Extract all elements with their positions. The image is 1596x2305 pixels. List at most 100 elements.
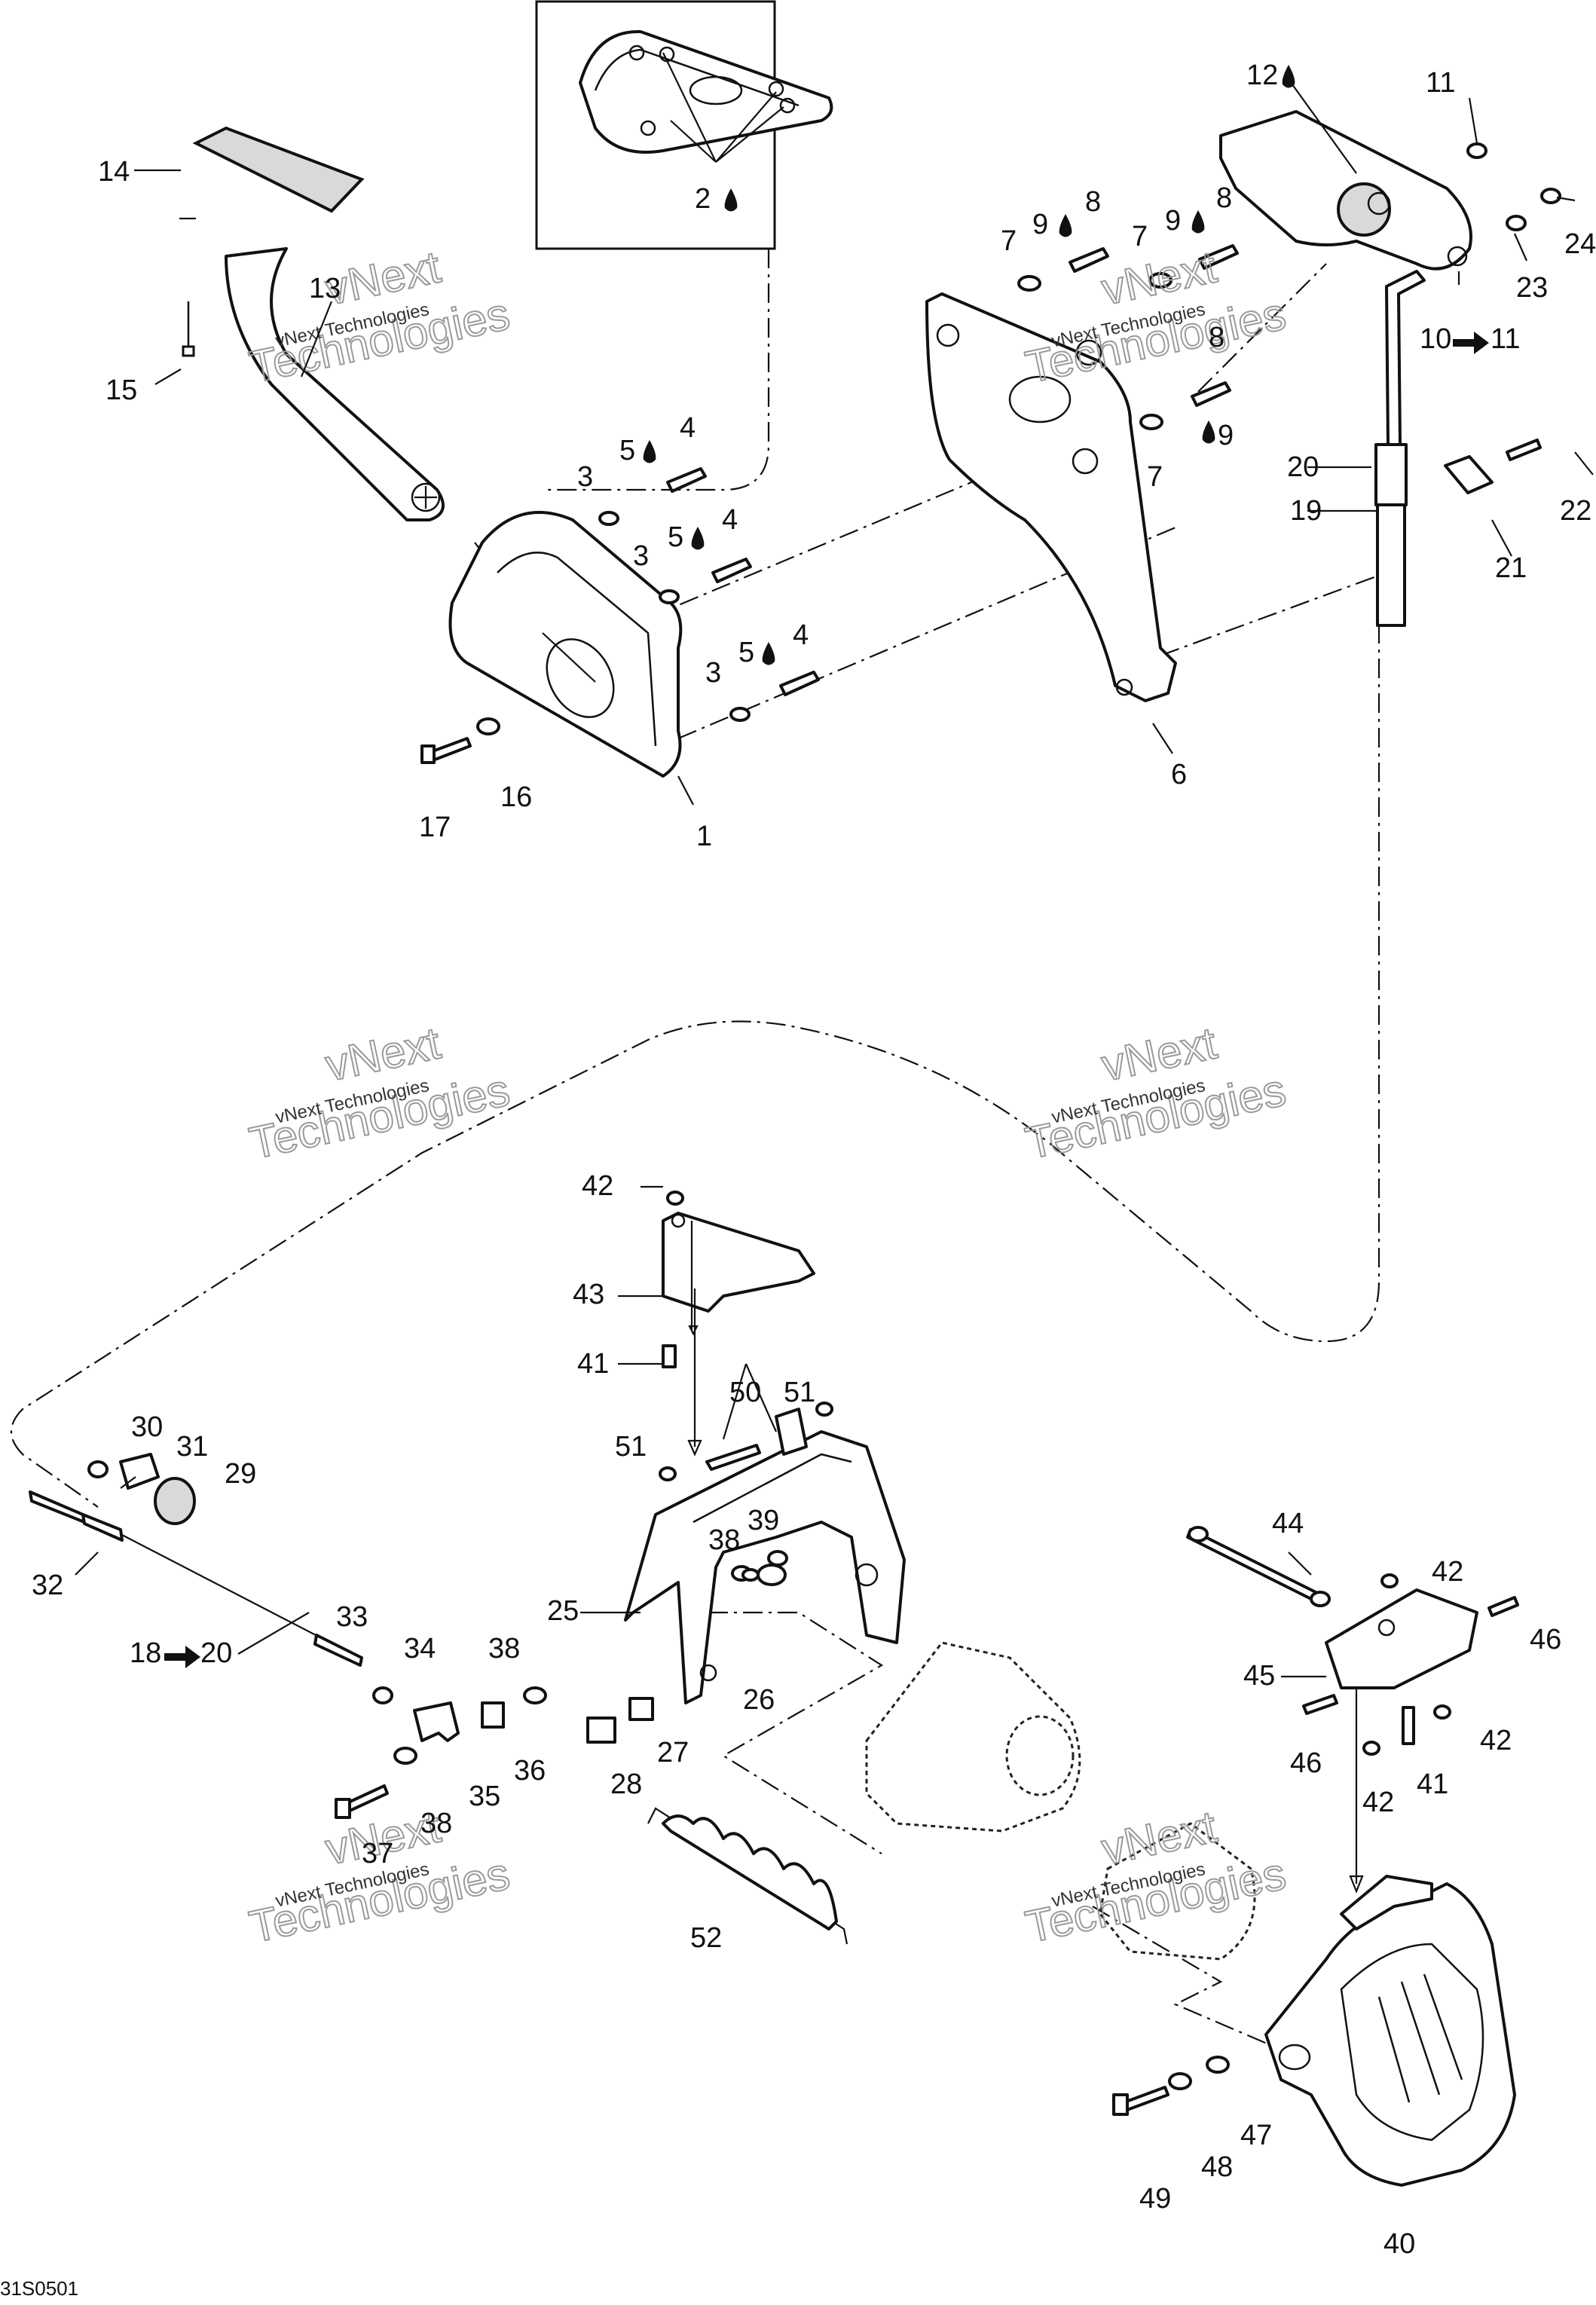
callout-11: 11 <box>1426 67 1455 99</box>
callout-8-a: 8 <box>1085 186 1101 218</box>
callout-38-c: 38 <box>420 1808 452 1839</box>
callout-8-c: 8 <box>1209 322 1225 353</box>
callout-29: 29 <box>225 1458 256 1490</box>
callout-43: 43 <box>573 1279 604 1310</box>
leader-lines <box>75 81 1594 1678</box>
watermark-bottom-left: vNext Technologies vNext Technologies <box>244 1800 515 1953</box>
callout-5-a: 5 <box>619 435 635 466</box>
bracket-part-6 <box>925 292 1177 702</box>
lever-part-12 <box>1219 110 1561 627</box>
support-part-43 <box>662 1191 815 1457</box>
callout-6: 6 <box>1171 759 1187 790</box>
drop-icon <box>1282 65 1295 88</box>
drop-icon <box>1059 214 1072 237</box>
callout-27: 27 <box>657 1737 689 1768</box>
callout-7-a: 7 <box>1001 225 1017 257</box>
callout-9-a: 9 <box>1032 209 1048 240</box>
pivot-hardware <box>335 1686 654 1819</box>
inset-detail-box <box>535 0 833 250</box>
callout-3-b: 3 <box>633 540 649 572</box>
nozzle-hardware <box>1112 2056 1230 2116</box>
callout-7-c: 7 <box>1147 461 1163 493</box>
callout-15: 15 <box>105 374 137 406</box>
callout-40: 40 <box>1384 2228 1415 2260</box>
callout-5-c: 5 <box>738 637 754 668</box>
callout-42-a: 42 <box>582 1170 613 1202</box>
callout-labels: 14 13 15 2 3 5 4 3 5 4 3 5 4 16 17 1 7 9… <box>0 60 1596 2300</box>
callout-45: 45 <box>1243 1660 1275 1692</box>
callout-10-target: 11 <box>1491 323 1520 355</box>
bracket-part-25 <box>624 1408 906 1704</box>
guard-hardware <box>420 467 820 764</box>
callout-31: 31 <box>176 1431 208 1463</box>
callout-2: 2 <box>695 183 711 215</box>
callout-4-b: 4 <box>722 504 738 536</box>
callout-42-d: 42 <box>1362 1787 1394 1818</box>
callout-7-b: 7 <box>1132 221 1148 252</box>
callout-4-c: 4 <box>793 619 809 651</box>
callout-38-b: 38 <box>488 1633 520 1665</box>
callout-42-c: 42 <box>1480 1725 1512 1756</box>
drop-icon <box>1202 420 1215 444</box>
callout-17: 17 <box>419 812 451 843</box>
callout-22: 22 <box>1560 495 1591 527</box>
callout-41-b: 41 <box>1417 1768 1448 1800</box>
bracket-hardware-lower <box>659 1402 833 1567</box>
drop-icon <box>643 440 656 463</box>
assembly-lines <box>11 249 1387 2051</box>
callout-32: 32 <box>32 1570 63 1601</box>
callout-35: 35 <box>469 1781 500 1812</box>
callout-49: 49 <box>1139 2183 1171 2215</box>
callout-18: 18 <box>130 1637 161 1669</box>
drop-icon <box>724 188 738 212</box>
callout-47: 47 <box>1240 2120 1272 2151</box>
watermark-top-right: vNext Technologies vNext Technologies <box>1020 240 1291 393</box>
callout-44: 44 <box>1272 1508 1304 1539</box>
callout-19: 19 <box>1290 495 1322 527</box>
callout-37: 37 <box>362 1838 393 1869</box>
lever-part-45 <box>1302 1573 1519 1894</box>
callout-23: 23 <box>1516 272 1548 304</box>
callout-14: 14 <box>98 156 130 188</box>
drop-icon <box>691 527 705 550</box>
callout-9-b: 9 <box>1165 205 1181 237</box>
callout-51-b: 51 <box>615 1431 647 1463</box>
arrow-right-icon <box>1453 332 1489 354</box>
watermark-bottom-right: vNext Technologies vNext Technologies <box>1020 1800 1291 1953</box>
drop-icon <box>1191 210 1205 234</box>
pedal-arm-part-13 <box>225 247 445 521</box>
callout-13: 13 <box>309 273 341 304</box>
ghost-housing <box>865 1641 1256 1961</box>
callout-9-c: 9 <box>1218 420 1234 451</box>
callout-46-a: 46 <box>1530 1624 1561 1655</box>
callout-48: 48 <box>1201 2151 1233 2183</box>
callout-39: 39 <box>748 1505 779 1536</box>
callout-34: 34 <box>404 1633 436 1665</box>
watermark-middle-left: vNext Technologies vNext Technologies <box>244 1016 515 1169</box>
callout-1: 1 <box>696 821 712 852</box>
callout-16: 16 <box>500 781 532 813</box>
callout-21: 21 <box>1495 552 1527 584</box>
callout-3-a: 3 <box>577 461 593 493</box>
callout-12: 12 <box>1246 60 1278 91</box>
callout-4-a: 4 <box>680 412 696 444</box>
callout-5-b: 5 <box>668 521 683 553</box>
bracket-hardware <box>1017 244 1239 430</box>
rod-part-44 <box>1186 1526 1331 1607</box>
callout-20: 20 <box>1287 451 1319 483</box>
drop-icon <box>762 642 775 665</box>
nozzle-part-40 <box>1264 1875 1516 2187</box>
callout-28: 28 <box>610 1768 642 1800</box>
cable-part-32 <box>29 1453 393 1704</box>
callout-10: 10 <box>1420 323 1451 355</box>
callout-8-b: 8 <box>1216 182 1232 214</box>
callout-42-b: 42 <box>1432 1556 1463 1588</box>
callout-25: 25 <box>547 1595 579 1627</box>
guard-part-1 <box>448 511 683 778</box>
callout-52: 52 <box>690 1922 722 1954</box>
pedal-pad-part-14 <box>192 126 365 213</box>
watermark-middle-right: vNext Technologies vNext Technologies <box>1020 1016 1291 1169</box>
callout-3-c: 3 <box>705 657 721 689</box>
callout-33: 33 <box>336 1601 368 1633</box>
